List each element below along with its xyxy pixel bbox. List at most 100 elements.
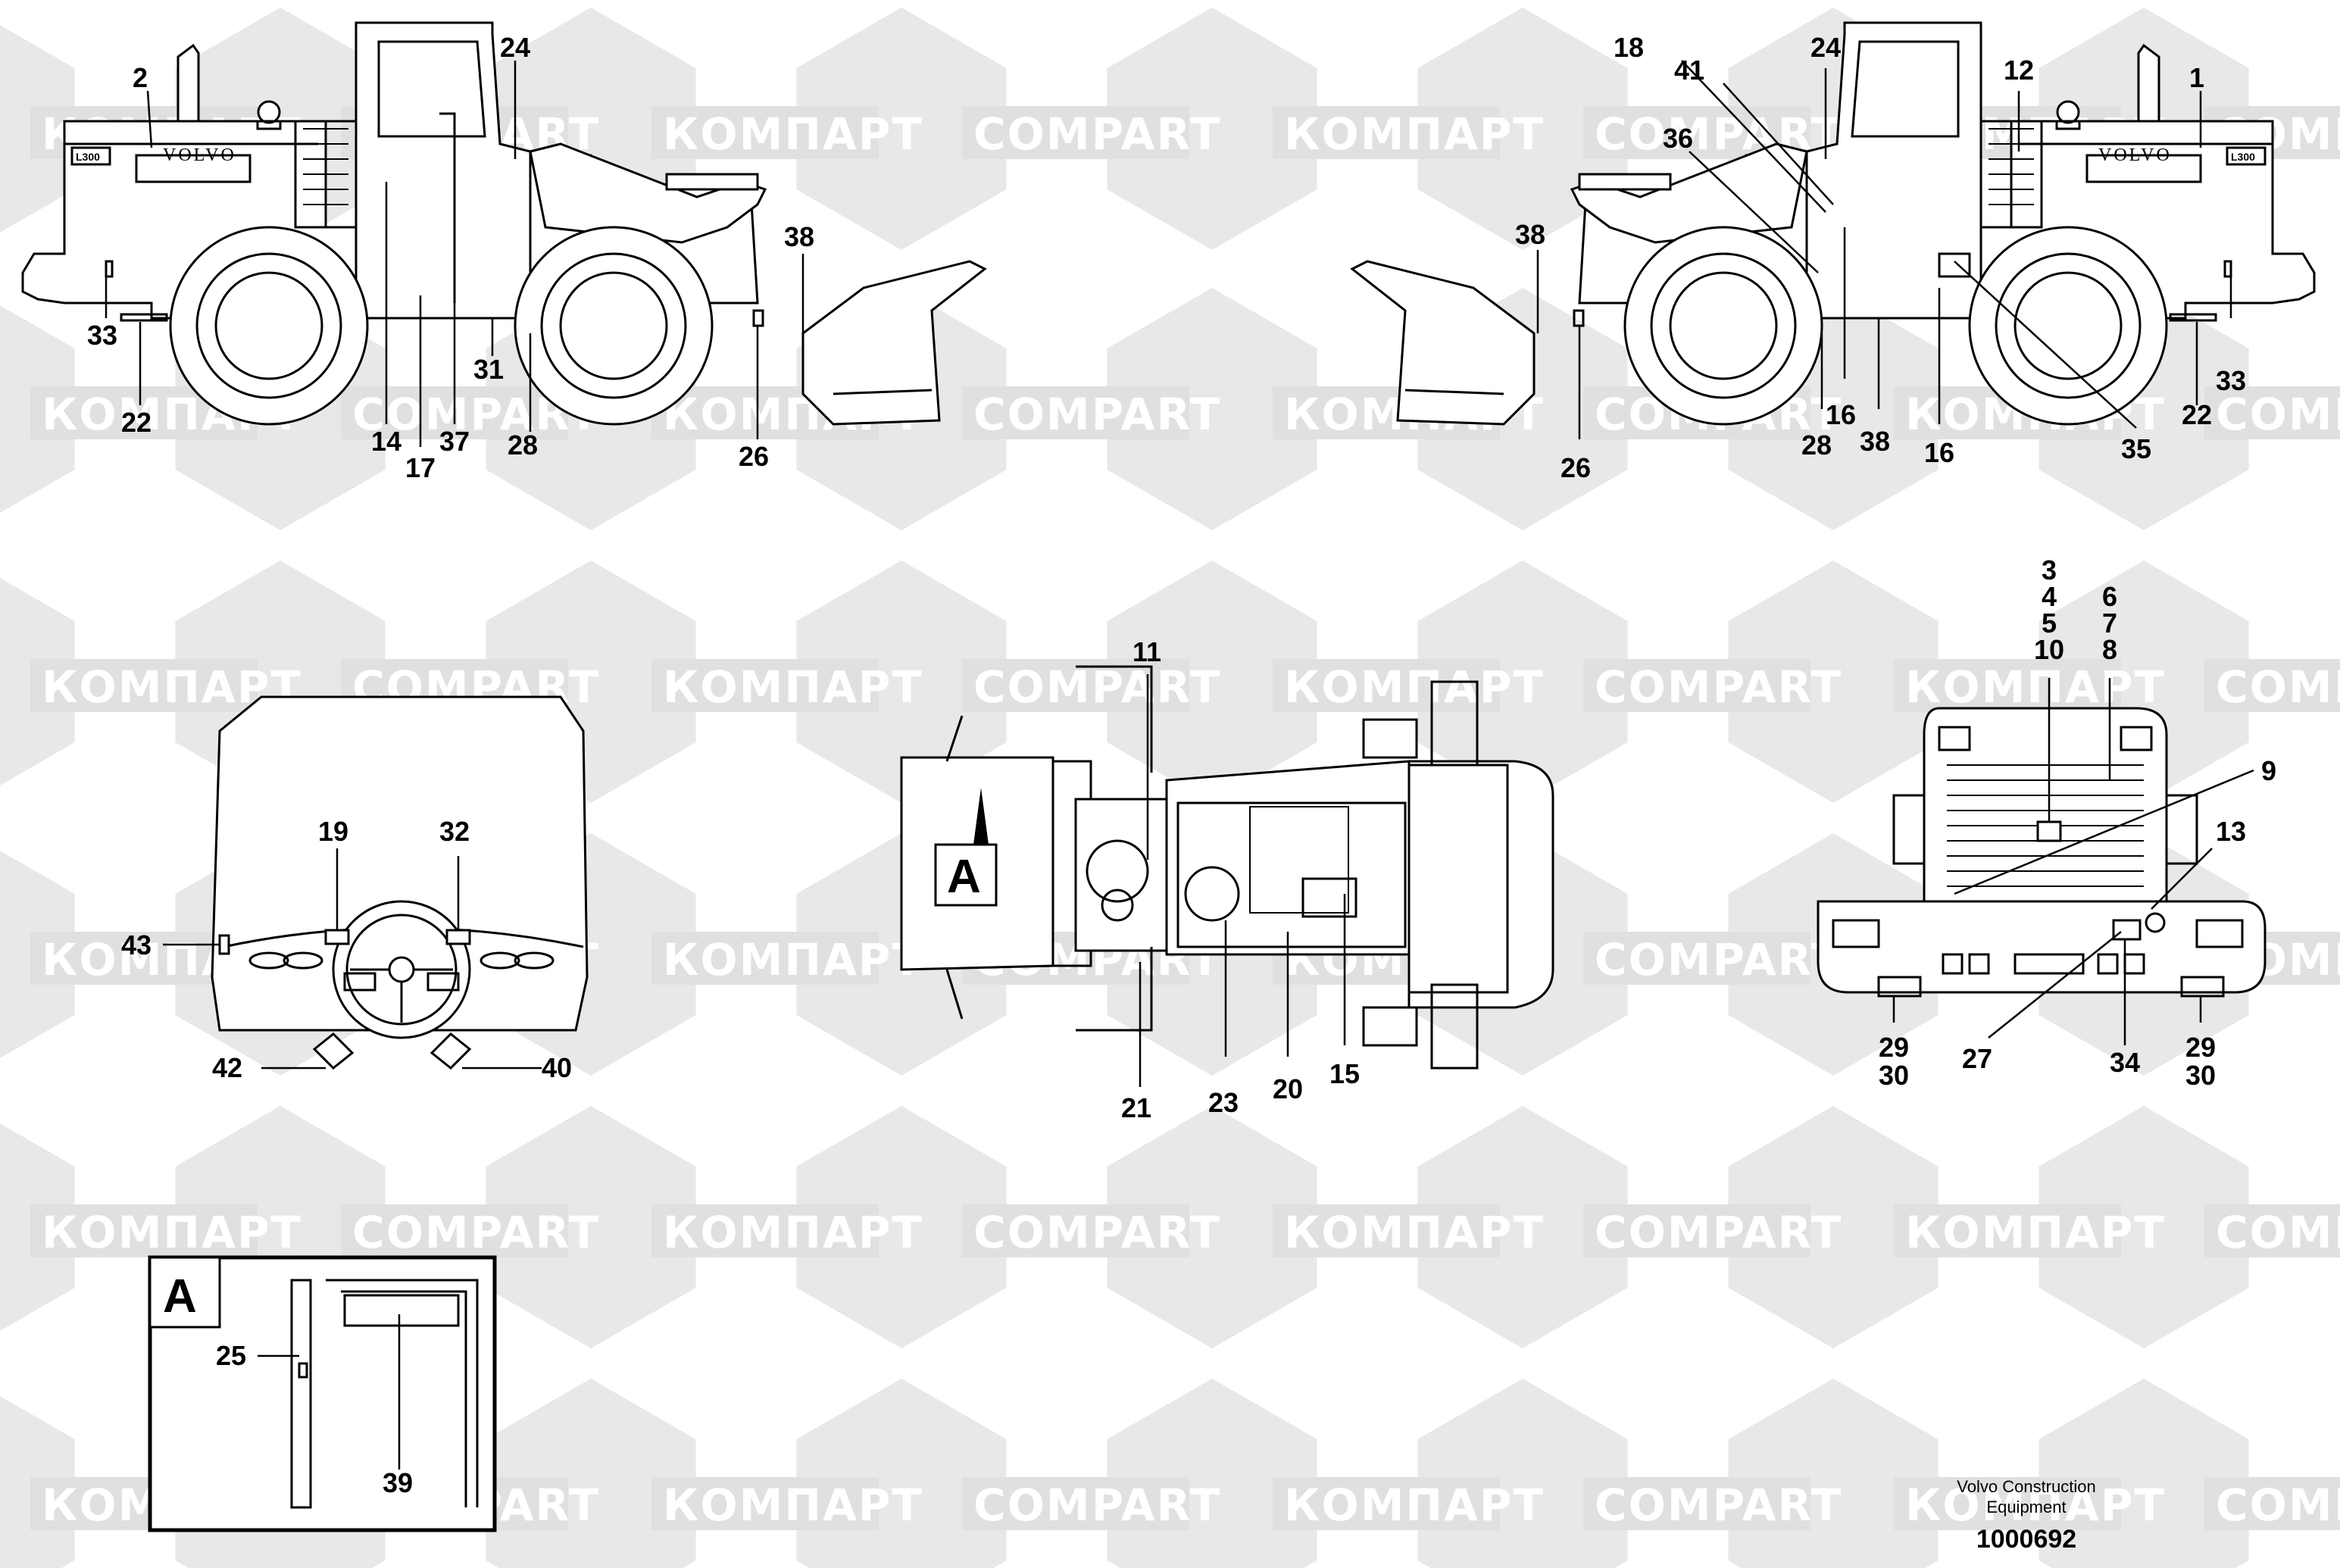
callout-18: 18 — [1614, 32, 1644, 63]
watermark-band — [651, 659, 879, 712]
watermark-hexagon — [796, 1379, 1007, 1568]
callout-30-left: 30 — [1879, 1060, 1909, 1091]
callout-19: 19 — [318, 816, 348, 847]
watermark-text: КОМПАРТ — [1284, 108, 1545, 160]
callout-15: 15 — [1329, 1058, 1360, 1089]
watermark-band — [1273, 659, 1500, 712]
callout-6: 6 — [2102, 581, 2117, 612]
watermark-band — [2204, 1477, 2340, 1530]
callout-2: 2 — [133, 62, 148, 93]
callout-24-right: 24 — [1810, 32, 1841, 63]
brand-logo-right: VOLVO — [2098, 145, 2172, 165]
watermark-text: COMPART — [973, 389, 1221, 440]
watermark-text: COMPART — [973, 1479, 1221, 1531]
callout-9: 9 — [2261, 755, 2276, 786]
callout-37: 37 — [439, 426, 470, 457]
watermark-band — [962, 386, 1189, 439]
watermark-text: COMPART — [2216, 661, 2340, 713]
watermark-text: КОМПАРТ — [663, 1207, 923, 1258]
watermark-hexagon — [1728, 1106, 1939, 1348]
callout-26-right: 26 — [1561, 452, 1591, 483]
watermark-hexagon — [1417, 1106, 1628, 1348]
leader-lines — [105, 60, 2254, 1470]
watermark-band — [341, 1204, 568, 1257]
watermark-hexagon — [796, 8, 1007, 250]
watermark-band — [1583, 1477, 1810, 1530]
watermark-text: COMPART — [973, 1207, 1221, 1258]
callout-31: 31 — [473, 354, 504, 385]
callout-23: 23 — [1208, 1087, 1239, 1118]
callout-35: 35 — [2121, 433, 2151, 464]
callout-8: 8 — [2102, 634, 2117, 665]
watermark-band — [651, 1477, 879, 1530]
callout-26-left: 26 — [739, 441, 769, 472]
watermark-band — [1894, 659, 2121, 712]
watermark-text: КОМПАРТ — [42, 1207, 302, 1258]
callout-40: 40 — [542, 1052, 572, 1083]
watermark-band — [2204, 1204, 2340, 1257]
watermark-text: КОМПАРТ — [663, 661, 923, 713]
watermark-hexagon — [486, 1106, 696, 1348]
callout-27: 27 — [1962, 1043, 1992, 1074]
callout-38-right-front: 38 — [1515, 219, 1545, 250]
callout-7: 7 — [2102, 608, 2117, 639]
watermark-text: КОМПАРТ — [1905, 1207, 2166, 1258]
callout-labels: 2 24 38 33 22 14 17 37 31 28 26 18 41 24… — [87, 32, 2276, 1498]
watermark-band — [962, 1477, 1189, 1530]
detail-a-title: A — [163, 1270, 197, 1323]
watermark-hexagon — [1417, 561, 1628, 803]
watermark-band — [30, 1204, 258, 1257]
watermark-hexagon — [1728, 1379, 1939, 1568]
watermark-text: COMPART — [2216, 1207, 2340, 1258]
callout-41: 41 — [1674, 55, 1704, 86]
detail-a-marker: A — [947, 851, 981, 903]
watermark-text: COMPART — [1595, 661, 1842, 713]
watermark-band — [1273, 106, 1500, 159]
detail-a-box: A — [148, 1255, 497, 1532]
watermark-hexagon — [1107, 1106, 1317, 1348]
watermark-text: COMPART — [1595, 1479, 1842, 1531]
model-badge-left: L300 — [76, 151, 100, 163]
watermark-band — [962, 106, 1189, 159]
watermark-hexagon — [2039, 1106, 2249, 1348]
watermark-text: COMPART — [2216, 389, 2340, 440]
callout-38-left: 38 — [784, 221, 814, 252]
watermark-text: COMPART — [973, 108, 1221, 160]
callout-32: 32 — [439, 816, 470, 847]
watermark-hexagon — [1107, 1379, 1317, 1568]
watermark-text: COMPART — [1595, 934, 1842, 985]
callout-22-left: 22 — [121, 407, 152, 438]
watermark-band — [2204, 386, 2340, 439]
watermark-text: КОМПАРТ — [663, 1479, 923, 1531]
watermark-hexagon — [1107, 561, 1317, 803]
watermark-hexagon — [1107, 8, 1317, 250]
watermark-text: КОМПАРТ — [1905, 1479, 2166, 1531]
callout-14: 14 — [371, 426, 401, 457]
caption-block: Volvo Construction Equipment 1000692 — [1957, 1477, 2095, 1554]
top-view: A — [900, 665, 1554, 1070]
watermark-text: КОМПАРТ — [1284, 1207, 1545, 1258]
callout-5: 5 — [2042, 608, 2057, 639]
cab-interior-view — [211, 695, 589, 1070]
callout-24-left: 24 — [500, 32, 530, 63]
watermark-band — [30, 659, 258, 712]
callout-17: 17 — [405, 452, 436, 483]
watermark-band — [1273, 1204, 1500, 1257]
rear-view — [1817, 707, 2267, 998]
watermark-band — [962, 1204, 1189, 1257]
watermark-text: КОМПАРТ — [663, 934, 923, 985]
callout-38-right: 38 — [1860, 426, 1890, 457]
watermark-text: КОМПАРТ — [663, 108, 923, 160]
left-side-view: VOLVO L300 — [21, 21, 987, 426]
model-badge-right: L300 — [2231, 151, 2255, 163]
callout-28-left: 28 — [508, 429, 538, 461]
callout-43: 43 — [121, 929, 152, 960]
callout-36: 36 — [1663, 123, 1693, 154]
callout-1: 1 — [2189, 62, 2204, 93]
watermark-layer: КОМПАРТ COMPART КОМПАРТ COMPART КОМПАРТ COMPA… — [0, 8, 2340, 1568]
callout-11: 11 — [1133, 636, 1161, 667]
watermark-band — [1583, 932, 1810, 985]
callout-21: 21 — [1121, 1092, 1151, 1123]
callout-30-right: 30 — [2185, 1060, 2216, 1091]
